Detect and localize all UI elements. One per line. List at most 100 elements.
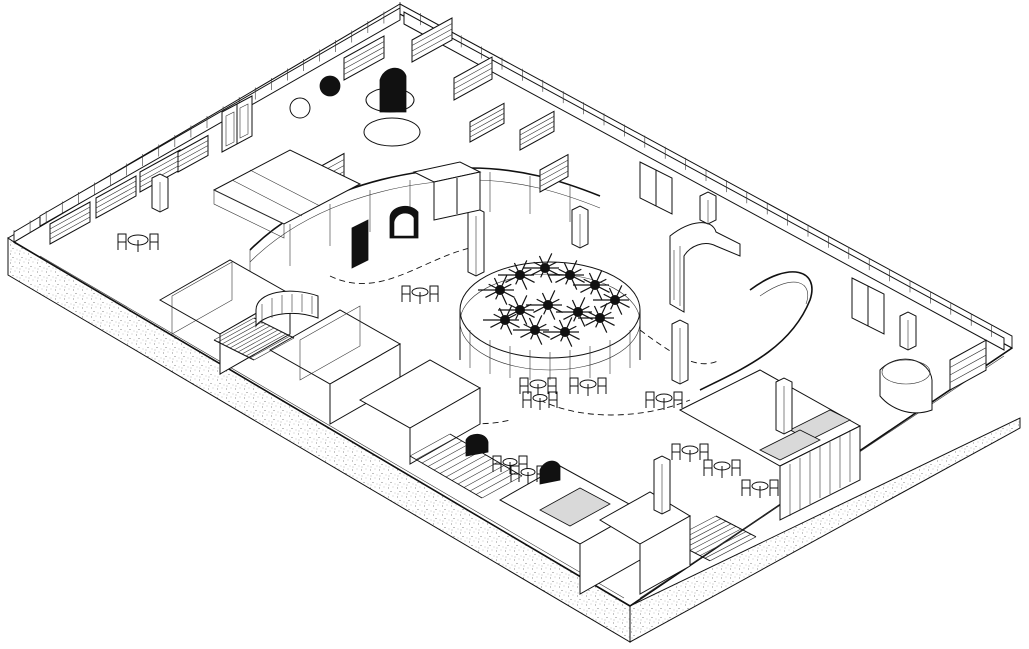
column	[151, 173, 169, 213]
round-table	[703, 459, 741, 478]
column	[671, 319, 689, 385]
plant	[543, 317, 580, 347]
plant	[523, 253, 560, 283]
round-table	[671, 443, 709, 462]
reception-desk-right	[879, 358, 933, 414]
stair-tread	[409, 433, 451, 457]
bookshelf	[411, 17, 453, 63]
glass-canopy	[212, 149, 362, 239]
staircase-left	[213, 317, 295, 361]
round-table	[569, 377, 607, 396]
chair	[569, 377, 579, 394]
bookshelf	[177, 134, 209, 173]
plant	[513, 315, 550, 345]
stair-tread	[229, 325, 271, 349]
stair-tread	[689, 526, 737, 551]
chair	[597, 377, 607, 394]
furniture	[117, 233, 779, 498]
stair-tread	[233, 327, 275, 351]
column	[653, 455, 671, 515]
round-table	[519, 377, 557, 396]
stair-tread	[475, 472, 517, 495]
back-door-right	[639, 161, 673, 215]
curved-right-partition	[699, 271, 813, 391]
stair-tread	[445, 454, 487, 478]
central-glass-door	[412, 161, 482, 221]
plant	[526, 290, 563, 320]
chair	[645, 391, 655, 408]
bookshelf	[539, 153, 569, 193]
back-door-left	[221, 95, 253, 153]
bookshelf	[49, 201, 91, 245]
column	[775, 377, 793, 435]
bookshelf	[519, 110, 555, 151]
column	[899, 311, 917, 351]
stair-tread	[684, 523, 732, 549]
stair-tread	[415, 437, 457, 460]
round-table	[522, 391, 558, 410]
stair-tread	[237, 329, 279, 353]
chair	[671, 443, 681, 460]
chair	[149, 233, 159, 250]
chair	[703, 459, 713, 476]
pod-chairs	[351, 205, 561, 485]
stair-tread	[694, 528, 742, 554]
stair-tread	[704, 533, 752, 559]
shelving-units	[49, 17, 987, 391]
stair-tread	[451, 458, 493, 481]
chair	[731, 459, 741, 476]
chair	[673, 391, 683, 408]
stair-tread	[421, 440, 463, 464]
columns	[151, 173, 917, 515]
plant	[478, 275, 515, 305]
staircase-front	[409, 433, 523, 499]
back-door-far-right	[851, 277, 885, 335]
plant	[573, 270, 610, 300]
chair	[741, 479, 751, 496]
stair-tread	[245, 333, 287, 357]
stair-tread	[253, 337, 295, 361]
stair-tread	[221, 321, 263, 345]
back-right-wall	[399, 2, 1013, 351]
round-table	[645, 391, 683, 410]
chair	[117, 233, 127, 250]
plant	[548, 260, 585, 290]
stair-tread	[463, 465, 505, 488]
bookshelf	[343, 35, 385, 81]
stair-stringer	[213, 339, 255, 361]
column	[699, 191, 717, 225]
round-table	[492, 455, 528, 474]
column	[571, 205, 589, 249]
front-rooms	[498, 465, 691, 595]
back-left-wall	[13, 2, 401, 243]
tropical-plants	[478, 253, 630, 347]
chair	[522, 391, 532, 408]
chair	[492, 455, 502, 472]
stair-tread	[225, 323, 267, 347]
chair	[547, 377, 557, 394]
stair-tread	[439, 451, 481, 474]
office-rooms	[158, 259, 482, 465]
stair-stringer	[715, 515, 757, 538]
stair-tread	[249, 335, 291, 359]
meeting-room-right	[678, 369, 862, 521]
stair-stringer	[409, 455, 483, 499]
stair-tread	[213, 317, 255, 341]
plant	[556, 297, 593, 327]
stair-tread	[427, 444, 469, 467]
bookshelf	[949, 339, 987, 391]
chair	[401, 285, 411, 302]
stair-tread	[457, 461, 499, 485]
plant	[498, 260, 535, 290]
chair	[519, 377, 529, 394]
reception-desk	[669, 222, 741, 313]
stair-tread	[469, 468, 511, 492]
round-table	[117, 233, 159, 252]
round-table	[510, 465, 546, 484]
stair-tread	[699, 531, 747, 556]
plant	[593, 285, 630, 315]
chair	[429, 285, 439, 302]
chair	[769, 479, 779, 496]
